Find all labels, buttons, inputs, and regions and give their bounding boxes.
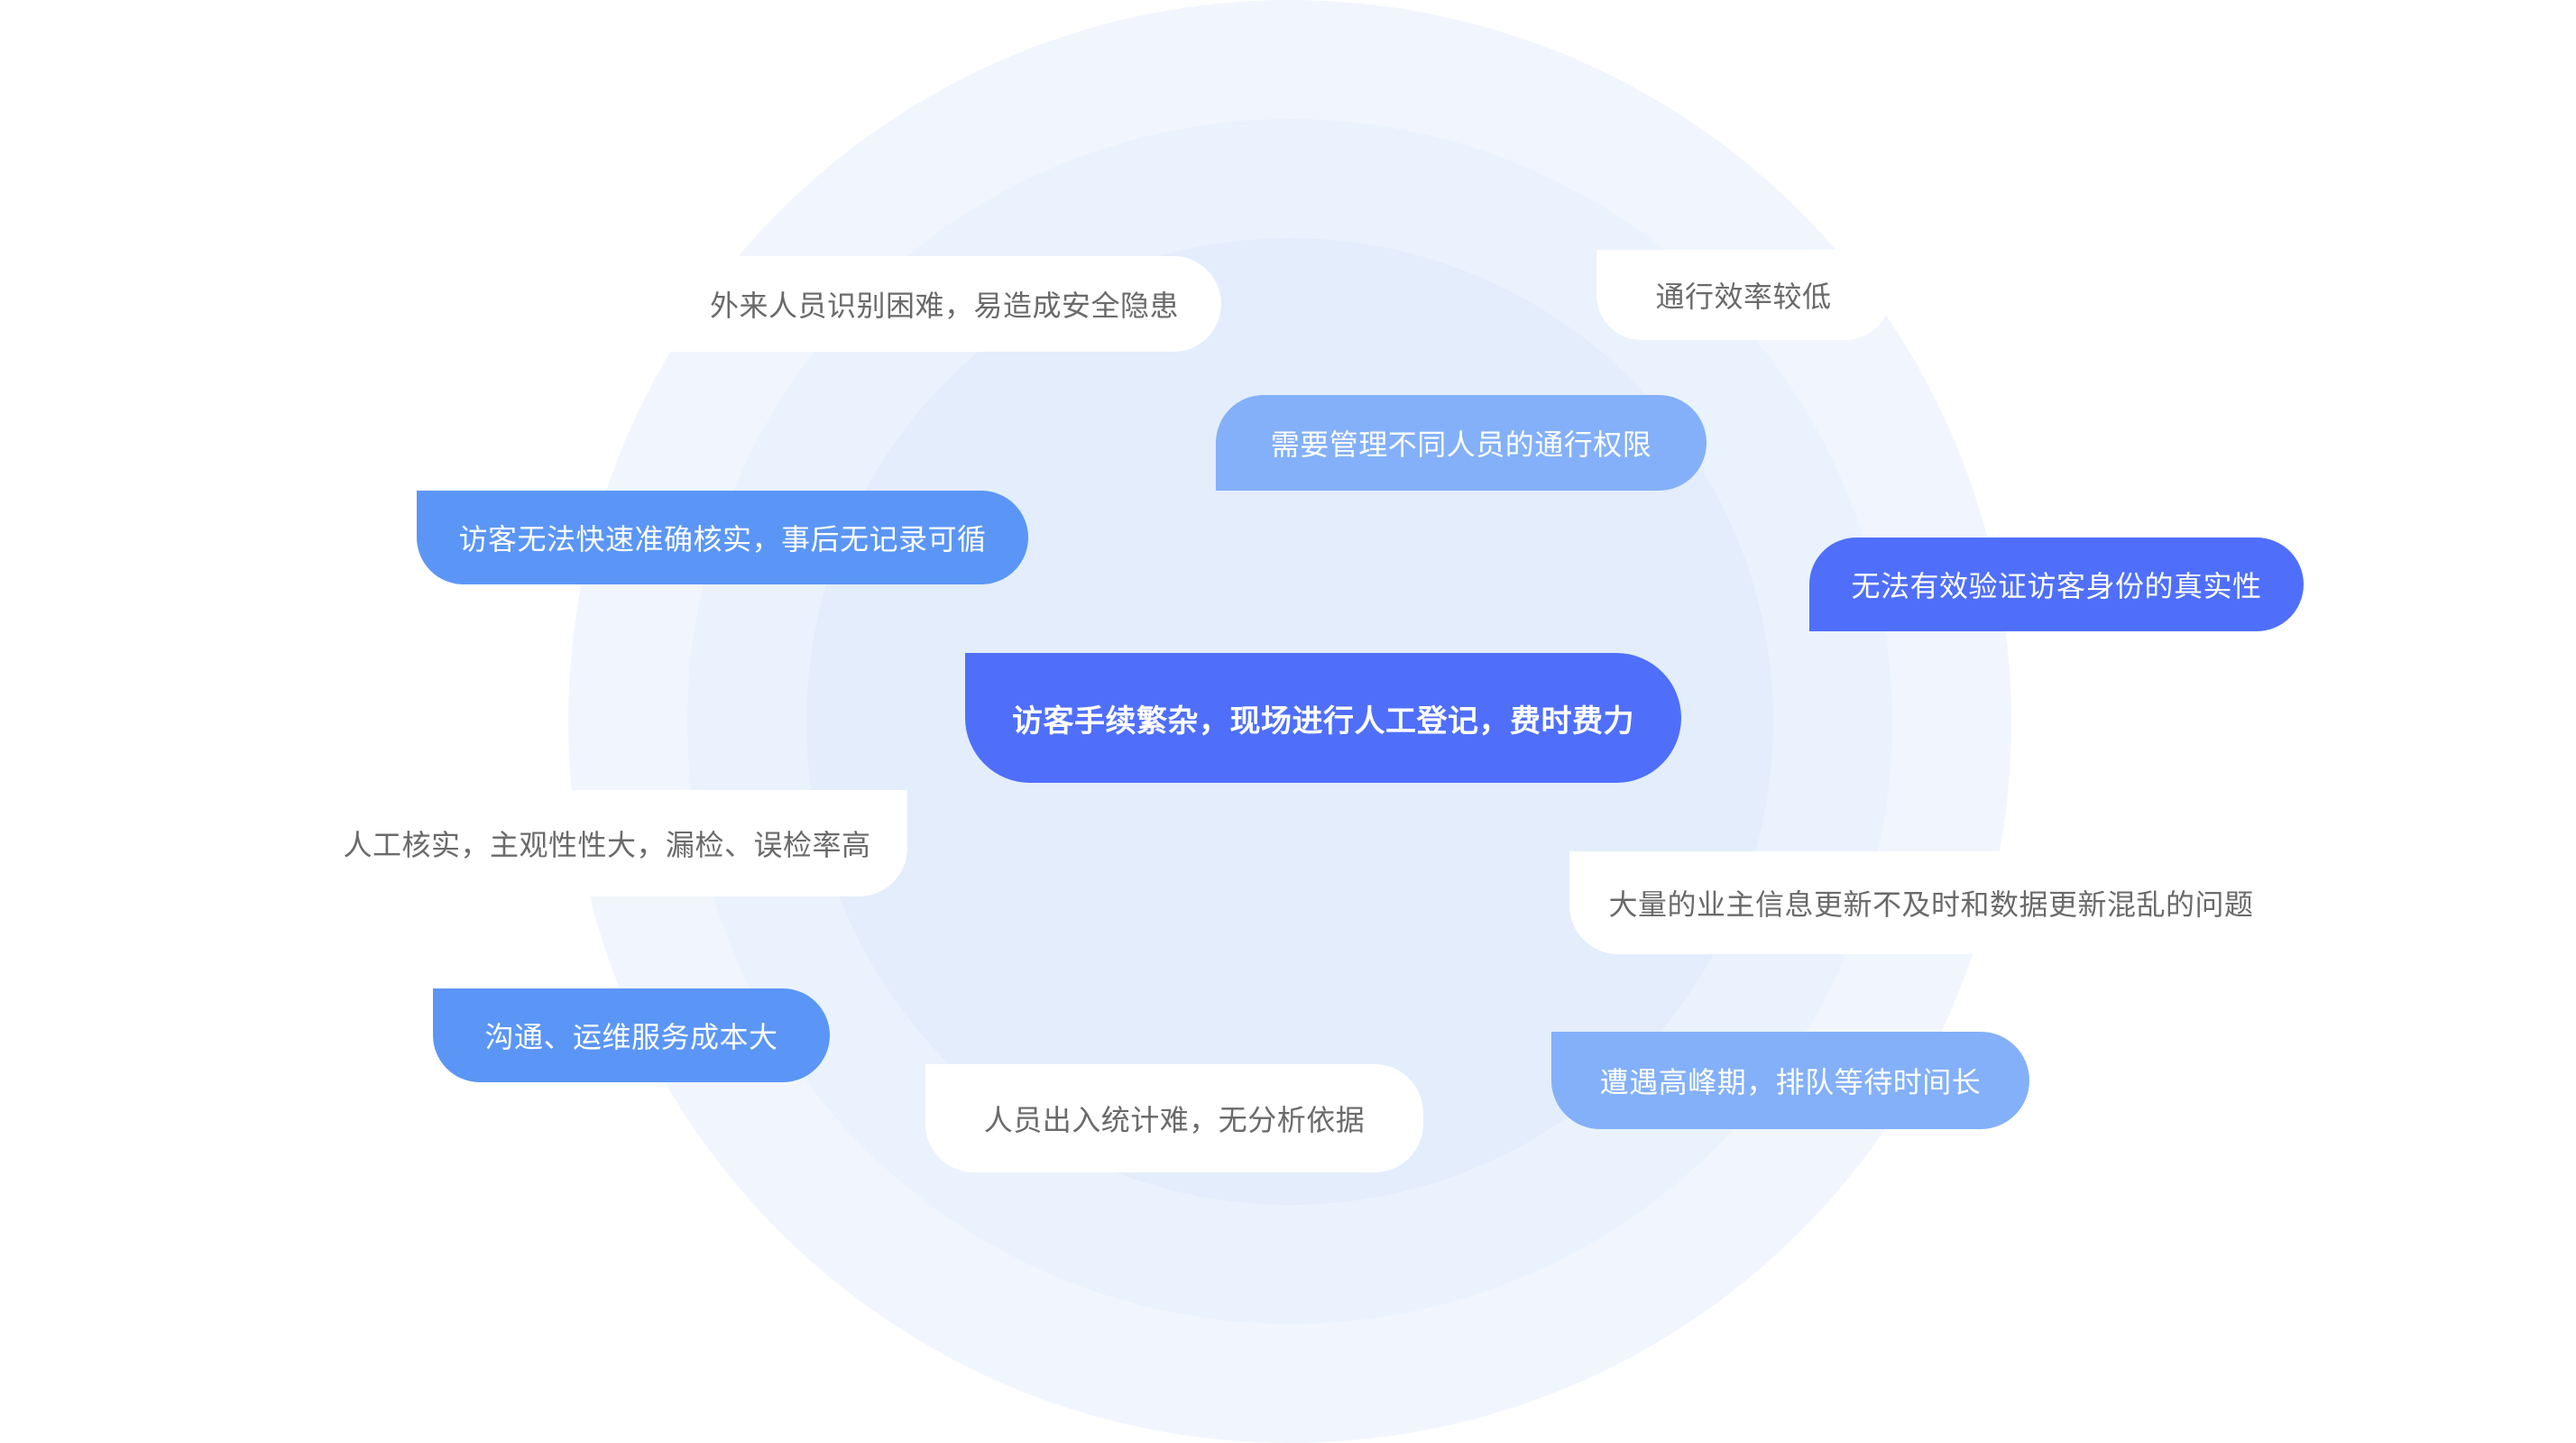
issue-bubble-manual-check: 人工核实，主观性性大，漏检、误检率高 bbox=[307, 790, 907, 896]
issue-bubble-low-efficiency: 通行效率较低 bbox=[1596, 250, 1891, 340]
issue-bubble-owner-info-update: 大量的业主信息更新不及时和数据更新混乱的问题 bbox=[1569, 851, 2293, 954]
issue-bubble-entry-statistics: 人员出入统计难，无分析依据 bbox=[925, 1064, 1423, 1172]
issue-bubble-access-permissions: 需要管理不同人员的通行权限 bbox=[1216, 395, 1707, 491]
issue-bubble-foreign-personnel: 外来人员识别困难，易造成安全隐患 bbox=[667, 256, 1221, 352]
issue-bubble-identity-authenticity: 无法有效验证访客身份的真实性 bbox=[1809, 538, 2304, 631]
issue-bubble-visitor-verification-record: 访客无法快速准确核实，事后无记录可循 bbox=[417, 491, 1028, 584]
central-issue-bubble: 访客手续繁杂，现场进行人工登记，费时费力 bbox=[965, 653, 1681, 783]
issue-bubble-peak-queue: 遭遇高峰期，排队等待时间长 bbox=[1551, 1032, 2029, 1129]
issue-bubble-communication-cost: 沟通、运维服务成本大 bbox=[433, 988, 830, 1082]
